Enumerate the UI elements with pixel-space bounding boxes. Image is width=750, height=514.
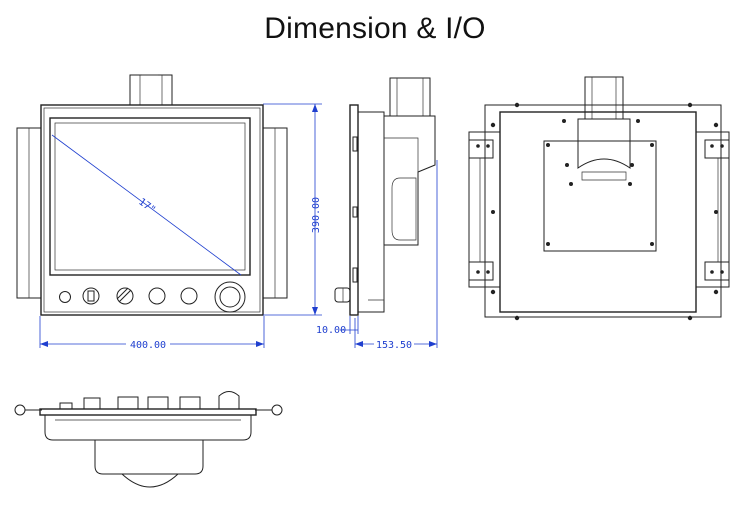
front-bezel xyxy=(40,104,264,316)
side-body xyxy=(357,111,385,313)
rear-left-bracket xyxy=(468,131,501,288)
rear-right-bracket xyxy=(695,131,730,288)
push-button-2-icon xyxy=(180,287,198,305)
key-switch-icon xyxy=(82,287,100,305)
rear-chassis xyxy=(499,111,697,313)
bottom-view xyxy=(14,391,283,488)
front-top-mount xyxy=(129,74,173,106)
selector-switch-icon xyxy=(116,287,134,305)
rear-outer-plate xyxy=(484,104,722,318)
height-label: 390.00 xyxy=(311,197,322,233)
page-title: Dimension & I/O xyxy=(264,12,486,45)
bezel-label: 10.00 xyxy=(316,325,346,336)
depth-label: 153.50 xyxy=(376,340,412,351)
side-view: 153.50 10.00 xyxy=(316,77,438,351)
diagonal-label: 17" xyxy=(136,197,157,217)
width-label: 400.00 xyxy=(130,340,166,351)
bottom-left-knob xyxy=(14,404,26,416)
side-estop xyxy=(334,287,351,303)
bottom-connector-2 xyxy=(147,396,169,410)
bottom-right-knob xyxy=(271,404,283,416)
screen xyxy=(49,117,251,276)
bottom-front-plate xyxy=(39,408,257,416)
rear-view xyxy=(468,76,730,321)
bottom-estop xyxy=(218,391,240,409)
side-top-mount xyxy=(389,77,431,117)
emergency-stop-icon xyxy=(214,281,246,313)
bottom-connector-1 xyxy=(117,396,139,410)
push-button-1-icon xyxy=(148,287,166,305)
bottom-mount xyxy=(94,440,204,475)
diagonal-line xyxy=(51,134,242,276)
bottom-body xyxy=(44,414,252,441)
rear-vesa-plate xyxy=(543,140,657,252)
front-view: 17" 390.00 400.00 xyxy=(16,74,322,351)
power-button-icon xyxy=(59,291,71,303)
bottom-connector-3 xyxy=(179,396,201,410)
